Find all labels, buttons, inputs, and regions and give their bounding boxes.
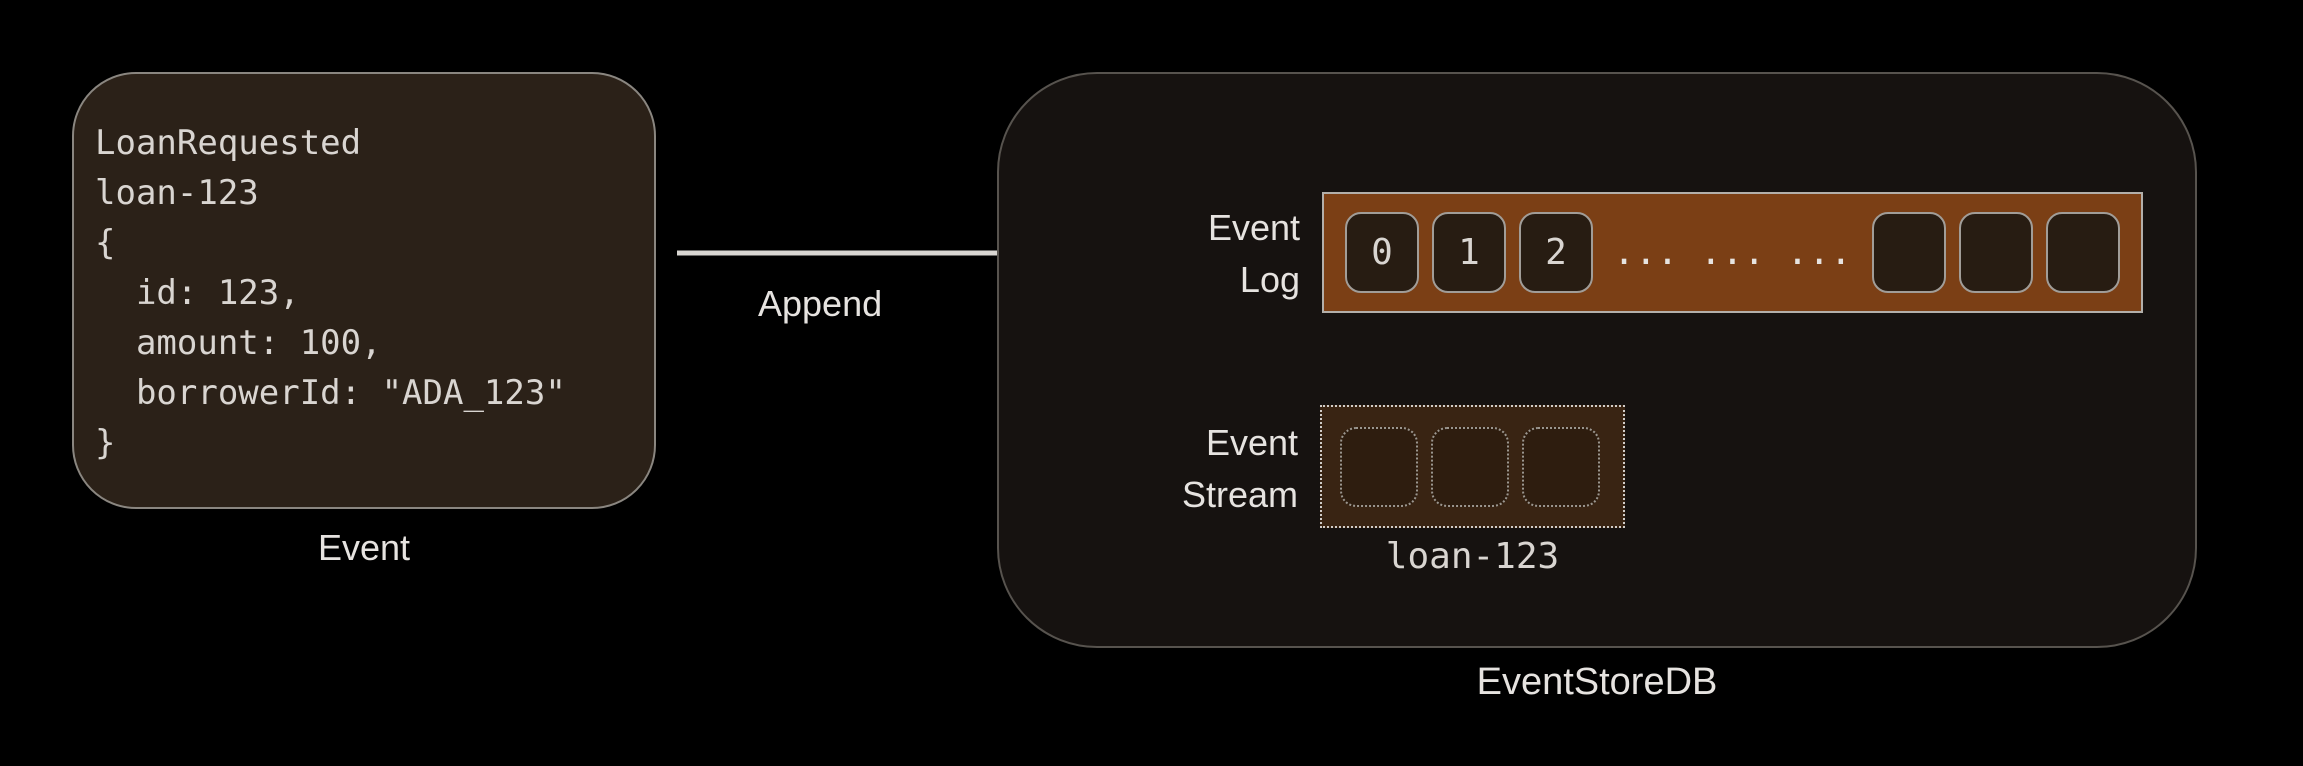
event-card: LoanRequested loan-123 { id: 123, amount: … — [72, 72, 656, 509]
eventstoredb-container — [997, 72, 2197, 648]
event-card-caption: Event — [317, 527, 411, 568]
event-stream-label: Event Stream — [1078, 417, 1298, 521]
stream-cell-empty — [1340, 426, 1418, 507]
log-cell-filled: 1 — [1432, 212, 1506, 293]
event-stream-label-line1: Event — [1205, 422, 1298, 463]
log-cell-empty — [2046, 212, 2120, 293]
event-stream-box — [1320, 405, 1625, 528]
event-log-label-line2: Log — [1239, 259, 1300, 300]
code-line: { — [95, 223, 116, 263]
eventstoredb-caption: EventStoreDB — [1476, 661, 1718, 703]
log-cell-empty — [1959, 212, 2033, 293]
stream-name-label: loan-123 — [1385, 536, 1560, 577]
code-line: amount: 100, — [95, 323, 382, 363]
event-stream-label-line2: Stream — [1181, 474, 1298, 515]
code-line: borrowerId: "ADA_123" — [95, 373, 566, 413]
event-code-block: LoanRequested loan-123 { id: 123, amount: … — [95, 118, 636, 468]
event-log-label-line1: Event — [1207, 207, 1300, 248]
code-line: id: 123, — [95, 273, 300, 313]
code-line: loan-123 — [95, 173, 259, 213]
code-line: LoanRequested — [95, 123, 362, 163]
log-cell-filled: 2 — [1519, 212, 1593, 293]
event-log-label: Event Log — [1080, 202, 1300, 306]
log-cell-filled: 0 — [1345, 212, 1419, 293]
stream-cell-empty — [1522, 426, 1600, 507]
log-ellipsis: ... ... ... — [1613, 232, 1852, 273]
append-label: Append — [758, 283, 883, 324]
stream-cell-empty — [1431, 426, 1509, 507]
log-cell-empty — [1872, 212, 1946, 293]
code-line: } — [95, 423, 116, 463]
